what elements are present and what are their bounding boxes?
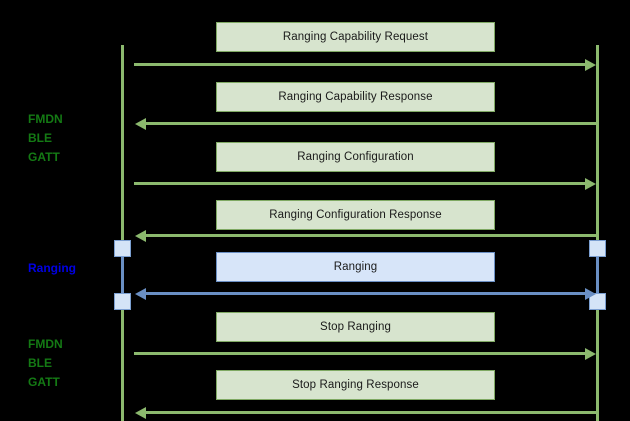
phase-label-line: BLE bbox=[28, 356, 52, 370]
message-box-stop-ranging-response[interactable]: Stop Ranging Response bbox=[216, 370, 495, 400]
message-label: Ranging Configuration Response bbox=[269, 209, 442, 221]
message-box-stop-ranging[interactable]: Stop Ranging bbox=[216, 312, 495, 342]
message-box-ranging[interactable]: Ranging bbox=[216, 252, 495, 282]
message-box-ranging-configuration[interactable]: Ranging Configuration bbox=[216, 142, 495, 172]
message-label: Ranging Capability Request bbox=[282, 31, 429, 43]
message-box-ranging-capability-response[interactable]: Ranging Capability Response bbox=[216, 82, 495, 112]
phase-label-fmdn-ble-gatt-bottom: FMDN BLE GATT bbox=[28, 335, 98, 392]
arrowhead-left-icon bbox=[135, 117, 146, 130]
message-label: Ranging Capability Response bbox=[278, 91, 433, 103]
right-lifeline bbox=[596, 45, 599, 421]
phase-label-line: FMDN bbox=[28, 337, 63, 351]
message-arrow-ranging[interactable] bbox=[135, 287, 596, 300]
arrowhead-left-icon bbox=[135, 287, 146, 300]
activation-line-right bbox=[596, 248, 599, 301]
phase-label-ranging: Ranging bbox=[28, 259, 98, 278]
message-arrow-ranging-capability-request[interactable] bbox=[134, 58, 596, 71]
arrowhead-left-icon bbox=[135, 406, 146, 419]
arrowhead-right-icon bbox=[585, 58, 596, 71]
arrowhead-right-icon bbox=[585, 287, 596, 300]
message-arrow-ranging-configuration-response[interactable] bbox=[135, 229, 596, 242]
phase-label-line: GATT bbox=[28, 375, 60, 389]
arrowhead-left-icon bbox=[135, 229, 146, 242]
activation-box-left-start bbox=[114, 240, 131, 257]
arrowhead-right-icon bbox=[585, 177, 596, 190]
activation-box-left-end bbox=[114, 293, 131, 310]
message-label: Stop Ranging bbox=[320, 321, 391, 333]
arrowhead-right-icon bbox=[585, 347, 596, 360]
message-label: Stop Ranging Response bbox=[292, 379, 419, 391]
message-label: Ranging Configuration bbox=[297, 151, 414, 163]
phase-label-line: BLE bbox=[28, 131, 52, 145]
message-box-ranging-configuration-response[interactable]: Ranging Configuration Response bbox=[216, 200, 495, 230]
phase-label-line: Ranging bbox=[28, 261, 76, 275]
activation-line-left bbox=[121, 248, 124, 301]
message-arrow-stop-ranging[interactable] bbox=[134, 347, 596, 360]
activation-box-right-start bbox=[589, 240, 606, 257]
phase-label-line: FMDN bbox=[28, 112, 63, 126]
phase-label-fmdn-ble-gatt-top: FMDN BLE GATT bbox=[28, 110, 98, 167]
message-label: Ranging bbox=[333, 261, 378, 273]
message-arrow-ranging-capability-response[interactable] bbox=[135, 117, 596, 130]
message-arrow-ranging-configuration[interactable] bbox=[134, 177, 596, 190]
left-lifeline bbox=[121, 45, 124, 421]
phase-label-line: GATT bbox=[28, 150, 60, 164]
message-box-ranging-capability-request[interactable]: Ranging Capability Request bbox=[216, 22, 495, 52]
message-arrow-stop-ranging-response[interactable] bbox=[135, 406, 596, 419]
